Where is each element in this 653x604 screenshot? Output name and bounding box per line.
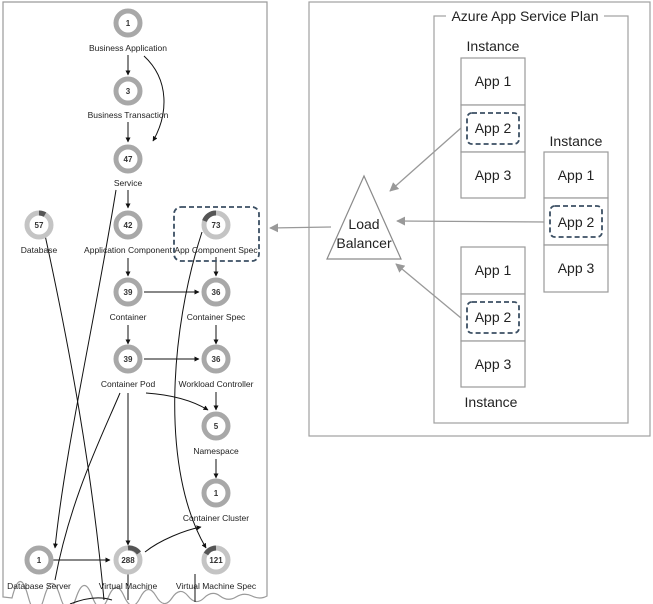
- node-virtual-machine[interactable]: 288 Virtual Machine: [99, 545, 158, 591]
- svg-text:Business Application: Business Application: [89, 43, 167, 53]
- instance-bottom-app3: App 3: [475, 356, 512, 372]
- node-container-spec[interactable]: 36 Container Spec: [187, 277, 246, 322]
- svg-text:47: 47: [124, 155, 133, 164]
- node-application-component[interactable]: 42 Application Component: [84, 210, 173, 255]
- svg-text:288: 288: [121, 556, 135, 565]
- node-container-pod[interactable]: 39 Container Pod: [101, 344, 156, 389]
- app-component-spec-highlight: [173, 206, 260, 262]
- svg-text:36: 36: [212, 355, 221, 364]
- node-container[interactable]: 39 Container: [110, 277, 147, 322]
- svg-text:Container Cluster: Container Cluster: [183, 513, 249, 523]
- instance-bottom-app2-highlight: [466, 301, 520, 334]
- node-namespace[interactable]: 5 Namespace: [193, 411, 239, 456]
- instance-right-app3: App 3: [558, 260, 595, 276]
- node-service[interactable]: 47 Service: [113, 144, 143, 188]
- svg-text:Database Server: Database Server: [7, 581, 71, 591]
- instance-bottom[interactable]: App 1 App 2 App 3 Instance: [460, 246, 526, 410]
- svg-text:1: 1: [214, 489, 219, 498]
- svg-text:121: 121: [209, 556, 223, 565]
- svg-text:Application Component: Application Component: [84, 245, 173, 255]
- svg-text:42: 42: [124, 221, 133, 230]
- instance-right[interactable]: Instance App 1 App 2 App 3: [543, 133, 609, 293]
- supply-chain-edges: [44, 55, 219, 604]
- instance-top[interactable]: Instance App 1 App 2 App 3: [460, 38, 526, 199]
- node-container-cluster[interactable]: 1 Container Cluster: [183, 478, 249, 523]
- svg-text:3: 3: [126, 87, 131, 96]
- svg-text:Virtual Machine: Virtual Machine: [99, 581, 158, 591]
- svg-text:73: 73: [212, 221, 221, 230]
- instance-top-app2-highlight: [466, 112, 520, 145]
- svg-text:Namespace: Namespace: [193, 446, 239, 456]
- node-database[interactable]: 57 Database: [21, 210, 58, 255]
- node-app-component-spec[interactable]: 73 App Component Spec: [173, 206, 260, 262]
- svg-text:Container Spec: Container Spec: [187, 312, 246, 322]
- svg-text:Load: Load: [348, 216, 379, 232]
- node-business-application[interactable]: 1 Business Application: [89, 8, 167, 53]
- svg-text:Balancer: Balancer: [336, 235, 392, 251]
- instance-bottom-label: Instance: [465, 394, 518, 410]
- svg-text:Virtual Machine Spec: Virtual Machine Spec: [176, 581, 257, 591]
- instance-top-app1: App 1: [475, 73, 512, 89]
- svg-text:Workload Controller: Workload Controller: [179, 379, 254, 389]
- instance-right-label: Instance: [550, 133, 603, 149]
- instance-bottom-app2: App 2: [475, 309, 512, 325]
- load-balancer[interactable]: Load Balancer: [326, 174, 402, 260]
- node-virtual-machine-spec[interactable]: 121 Virtual Machine Spec: [176, 545, 257, 591]
- instance-top-app3: App 3: [475, 167, 512, 183]
- svg-text:App Component Spec: App Component Spec: [174, 245, 258, 255]
- node-workload-controller[interactable]: 36 Workload Controller: [179, 344, 254, 389]
- instance-right-app1: App 1: [558, 167, 595, 183]
- svg-text:Container Pod: Container Pod: [101, 379, 156, 389]
- svg-text:1: 1: [126, 19, 131, 28]
- plan-title: Azure App Service Plan: [451, 8, 598, 24]
- svg-text:Container: Container: [110, 312, 147, 322]
- svg-text:Database: Database: [21, 245, 58, 255]
- instance-bottom-app1: App 1: [475, 262, 512, 278]
- instance-top-label: Instance: [467, 38, 520, 54]
- svg-text:1: 1: [37, 556, 42, 565]
- node-business-transaction[interactable]: 3 Business Transaction: [88, 76, 169, 120]
- svg-text:5: 5: [214, 422, 219, 431]
- svg-text:Service: Service: [114, 178, 143, 188]
- svg-text:39: 39: [124, 355, 133, 364]
- svg-text:36: 36: [212, 288, 221, 297]
- azure-arrows: [269, 127, 547, 319]
- svg-text:Business Transaction: Business Transaction: [88, 110, 169, 120]
- instance-right-app2-highlight: [549, 205, 603, 238]
- instance-right-app2: App 2: [558, 214, 595, 230]
- svg-text:39: 39: [124, 288, 133, 297]
- instance-top-app2: App 2: [475, 120, 512, 136]
- svg-text:57: 57: [35, 221, 44, 230]
- node-database-server[interactable]: 1 Database Server: [7, 545, 71, 591]
